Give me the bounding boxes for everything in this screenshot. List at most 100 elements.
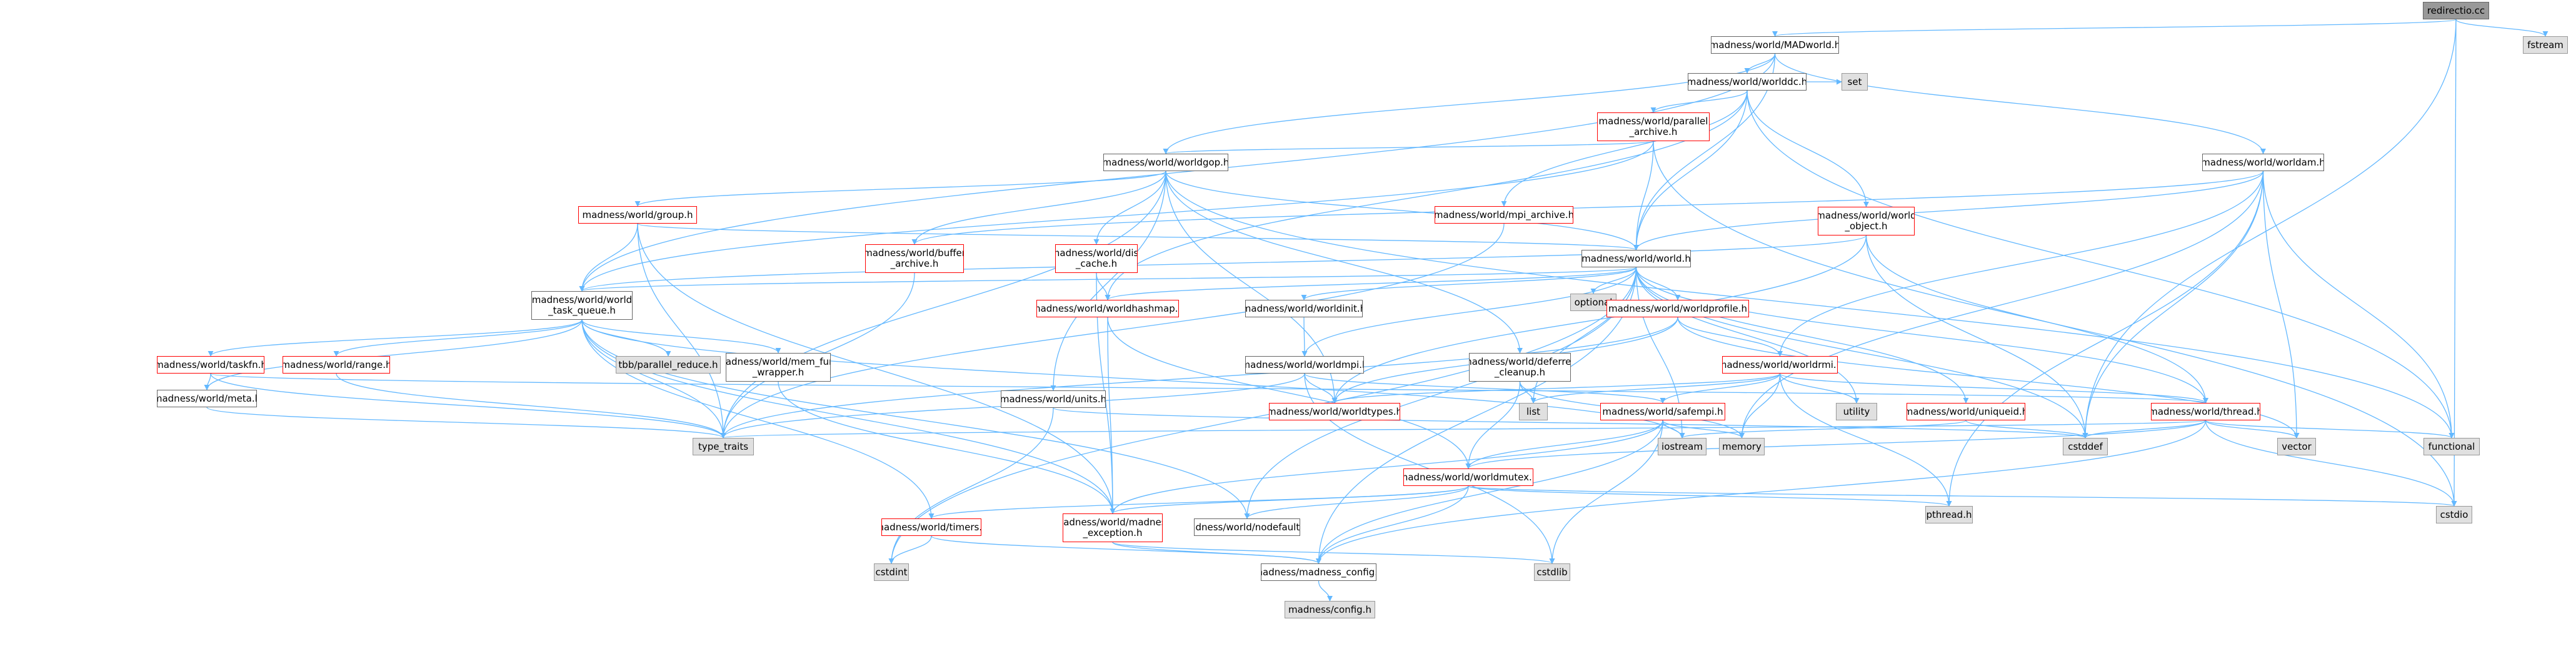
edge-worldh-to-cstddef [1635, 267, 2088, 439]
node-mpi-archive-h[interactable]: madness/world/mpi_archive.h [1435, 206, 1573, 224]
edge-root-to-cstdio [2451, 19, 2457, 507]
edge-worldmpi-to-safempi [1304, 373, 1666, 404]
node-worldinit-h[interactable]: madness/world/worldinit.h [1245, 300, 1363, 317]
node-functional[interactable]: functional [2423, 438, 2480, 455]
edge-worldmutex-to-madexception [1110, 485, 1469, 514]
node-redirectio-cc[interactable]: redirectio.cc [2423, 2, 2489, 19]
node-type-traits[interactable]: type_traits [693, 438, 754, 455]
node-deferred-cleanup-h[interactable]: madness/world/deferred_cleanup.h [1469, 353, 1571, 382]
edge-worldgop-to-units [1050, 171, 1166, 391]
edge-safempi-to-worldmutex [1465, 420, 1663, 469]
node-units-h[interactable]: madness/world/units.h [1001, 390, 1106, 408]
node-worldtypes-h[interactable]: madness/world/worldtypes.h [1269, 403, 1400, 420]
edge-worldh-to-taskqueue [579, 267, 1637, 292]
node-vector[interactable]: vector [2277, 438, 2316, 455]
node-uniqueid-h[interactable]: madness/world/uniqueid.h [1907, 403, 2025, 420]
node-safempi-h[interactable]: madness/world/safempi.h [1600, 403, 1725, 420]
node-config-h[interactable]: madness/config.h [1285, 601, 1375, 618]
node-worldam-h[interactable]: madness/world/worldam.h [2202, 154, 2324, 171]
edge-taskqueue-to-meta [204, 319, 583, 390]
node-worldrmi-h[interactable]: madness/world/worldrmi.h [1722, 356, 1838, 374]
edge-safempi-to-madexception [1110, 420, 1663, 514]
node-worldprofile-h[interactable]: madness/world/worldprofile.h [1606, 300, 1749, 317]
node-mem-func-wrapper-h[interactable]: madness/world/mem_func_wrapper.h [726, 353, 831, 382]
node-world-h[interactable]: madness/world/world.h [1581, 250, 1691, 267]
edge-taskqueue-to-madexception [581, 319, 1116, 514]
edge-uniqueid-to-cstddef [1965, 420, 2088, 439]
node-taskfn-h[interactable]: madness/world/taskfn.h [157, 356, 264, 374]
edge-worldgop-to-worldh [1165, 171, 1639, 250]
edge-timers-to-cstdint [888, 535, 932, 564]
edge-worldrmi-to-pthread [1779, 373, 1952, 507]
node-meta-h[interactable]: madness/world/meta.h [157, 390, 257, 407]
node-worldgop-h[interactable]: madness/world/worldgop.h [1103, 154, 1228, 171]
node-madness-config-h[interactable]: madness/madness_config.h [1261, 563, 1376, 581]
edge-worldprofile-to-typetraits [720, 317, 1678, 439]
node-worldmutex-h[interactable]: madness/world/worldmutex.h [1403, 468, 1533, 486]
node-cstdio[interactable]: cstdio [2436, 506, 2472, 523]
edge-units-to-cstddef [1053, 407, 2088, 439]
edge-worldrmi-to-worldtypes [1331, 373, 1781, 404]
edge-taskqueue-to-memfun [581, 319, 781, 354]
node-tbb-parallel-reduce-h[interactable]: tbb/parallel_reduce.h [616, 356, 721, 374]
edge-worldh-to-uniqueid [1635, 267, 1969, 404]
node-utility[interactable]: utility [1836, 403, 1877, 420]
node-list[interactable]: list [1519, 403, 1548, 420]
edge-worldam-to-buffer [911, 171, 2264, 245]
edge-worldmutex-to-madconfig [1315, 485, 1469, 564]
edge-worldh-to-worldmpi [1301, 267, 1637, 357]
edge-taskfn-to-thread [210, 373, 2208, 404]
edge-worldh-to-hashmap [1105, 267, 1637, 300]
edge-worldh-to-cstdint [888, 267, 1637, 564]
edge-worlddc-to-worldh [1633, 90, 1748, 250]
edge-thread-to-vector [2205, 420, 2300, 439]
node-cstdint[interactable]: cstdint [874, 563, 909, 581]
node-worlddc-h[interactable]: madness/world/worlddc.h [1688, 73, 1807, 91]
node-parallel-archive-h[interactable]: madness/world/parallel_archive.h [1597, 112, 1710, 141]
node-memory[interactable]: memory [1719, 438, 1765, 455]
edge-worldh-to-madconfig [1315, 267, 1637, 564]
edge-worldmutex-to-pthread [1468, 485, 1952, 507]
node-set[interactable]: set [1842, 73, 1868, 91]
node-pthread-h[interactable]: pthread.h [1925, 506, 1973, 523]
edge-madexception-to-cstdlib [1112, 542, 1555, 564]
edge-taskfn-to-typetraits [210, 373, 726, 439]
node-fstream[interactable]: fstream [2523, 36, 2568, 54]
node-buffer-archive-h[interactable]: madness/world/buffer_archive.h [865, 244, 964, 273]
node-timers-h[interactable]: madness/world/timers.h [881, 518, 981, 536]
node-thread-h[interactable]: madness/world/thread.h [2151, 403, 2260, 420]
edge-hashmap-to-madexception [1107, 317, 1116, 514]
node-nodefaults-h[interactable]: madness/world/nodefaults.h [1194, 518, 1300, 536]
edge-worldh-to-list [1530, 267, 1637, 404]
edge-distcache-to-hashmap [1096, 272, 1111, 300]
node-madworld-h[interactable]: madness/world/MADworld.h [1711, 36, 1839, 54]
node-madness-exception-h[interactable]: madness/world/madness_exception.h [1063, 513, 1163, 542]
edge-deferred-to-list [1519, 381, 1536, 404]
edge-worlddc-to-worldobject [1747, 90, 1870, 207]
edge-worldam-to-pthread [1946, 171, 2264, 507]
node-world-object-h[interactable]: madness/world/world_object.h [1818, 207, 1915, 235]
edge-taskqueue-to-timers [581, 319, 935, 519]
node-cstddef[interactable]: cstddef [2063, 438, 2108, 455]
node-cstdlib[interactable]: cstdlib [1534, 563, 1570, 581]
edge-worldh-to-thread [1635, 267, 2208, 404]
edge-thread-to-madconfig [1316, 420, 2207, 564]
node-worldmpi-h[interactable]: madness/world/worldmpi.h [1245, 356, 1364, 374]
edge-range-to-typetraits [336, 373, 726, 439]
node-worldhashmap-h[interactable]: madness/world/worldhashmap.h [1036, 300, 1179, 317]
edge-memfun-to-madexception [778, 381, 1116, 514]
edge-thread-to-worldmutex [1465, 420, 2207, 469]
node-group-h[interactable]: madness/world/group.h [578, 206, 697, 224]
edge-worldmpi-to-worldtypes [1304, 373, 1338, 404]
edge-madworld-to-worlddc [1744, 53, 1776, 74]
edge-worldgop-to-deferred [1165, 171, 1523, 354]
node-world-task-queue-h[interactable]: madness/world/world_task_queue.h [531, 291, 633, 320]
node-iostream[interactable]: iostream [1658, 438, 1706, 455]
edge-safempi-to-madconfig [1315, 420, 1663, 564]
edge-worldrmi-to-thread [1779, 373, 2208, 404]
edge-worldrmi-to-list [1530, 373, 1781, 404]
edge-worldrmi-to-safempi [1660, 373, 1781, 404]
node-range-h[interactable]: madness/world/range.h [283, 356, 390, 374]
node-dist-cache-h[interactable]: madness/world/dist_cache.h [1055, 244, 1138, 273]
